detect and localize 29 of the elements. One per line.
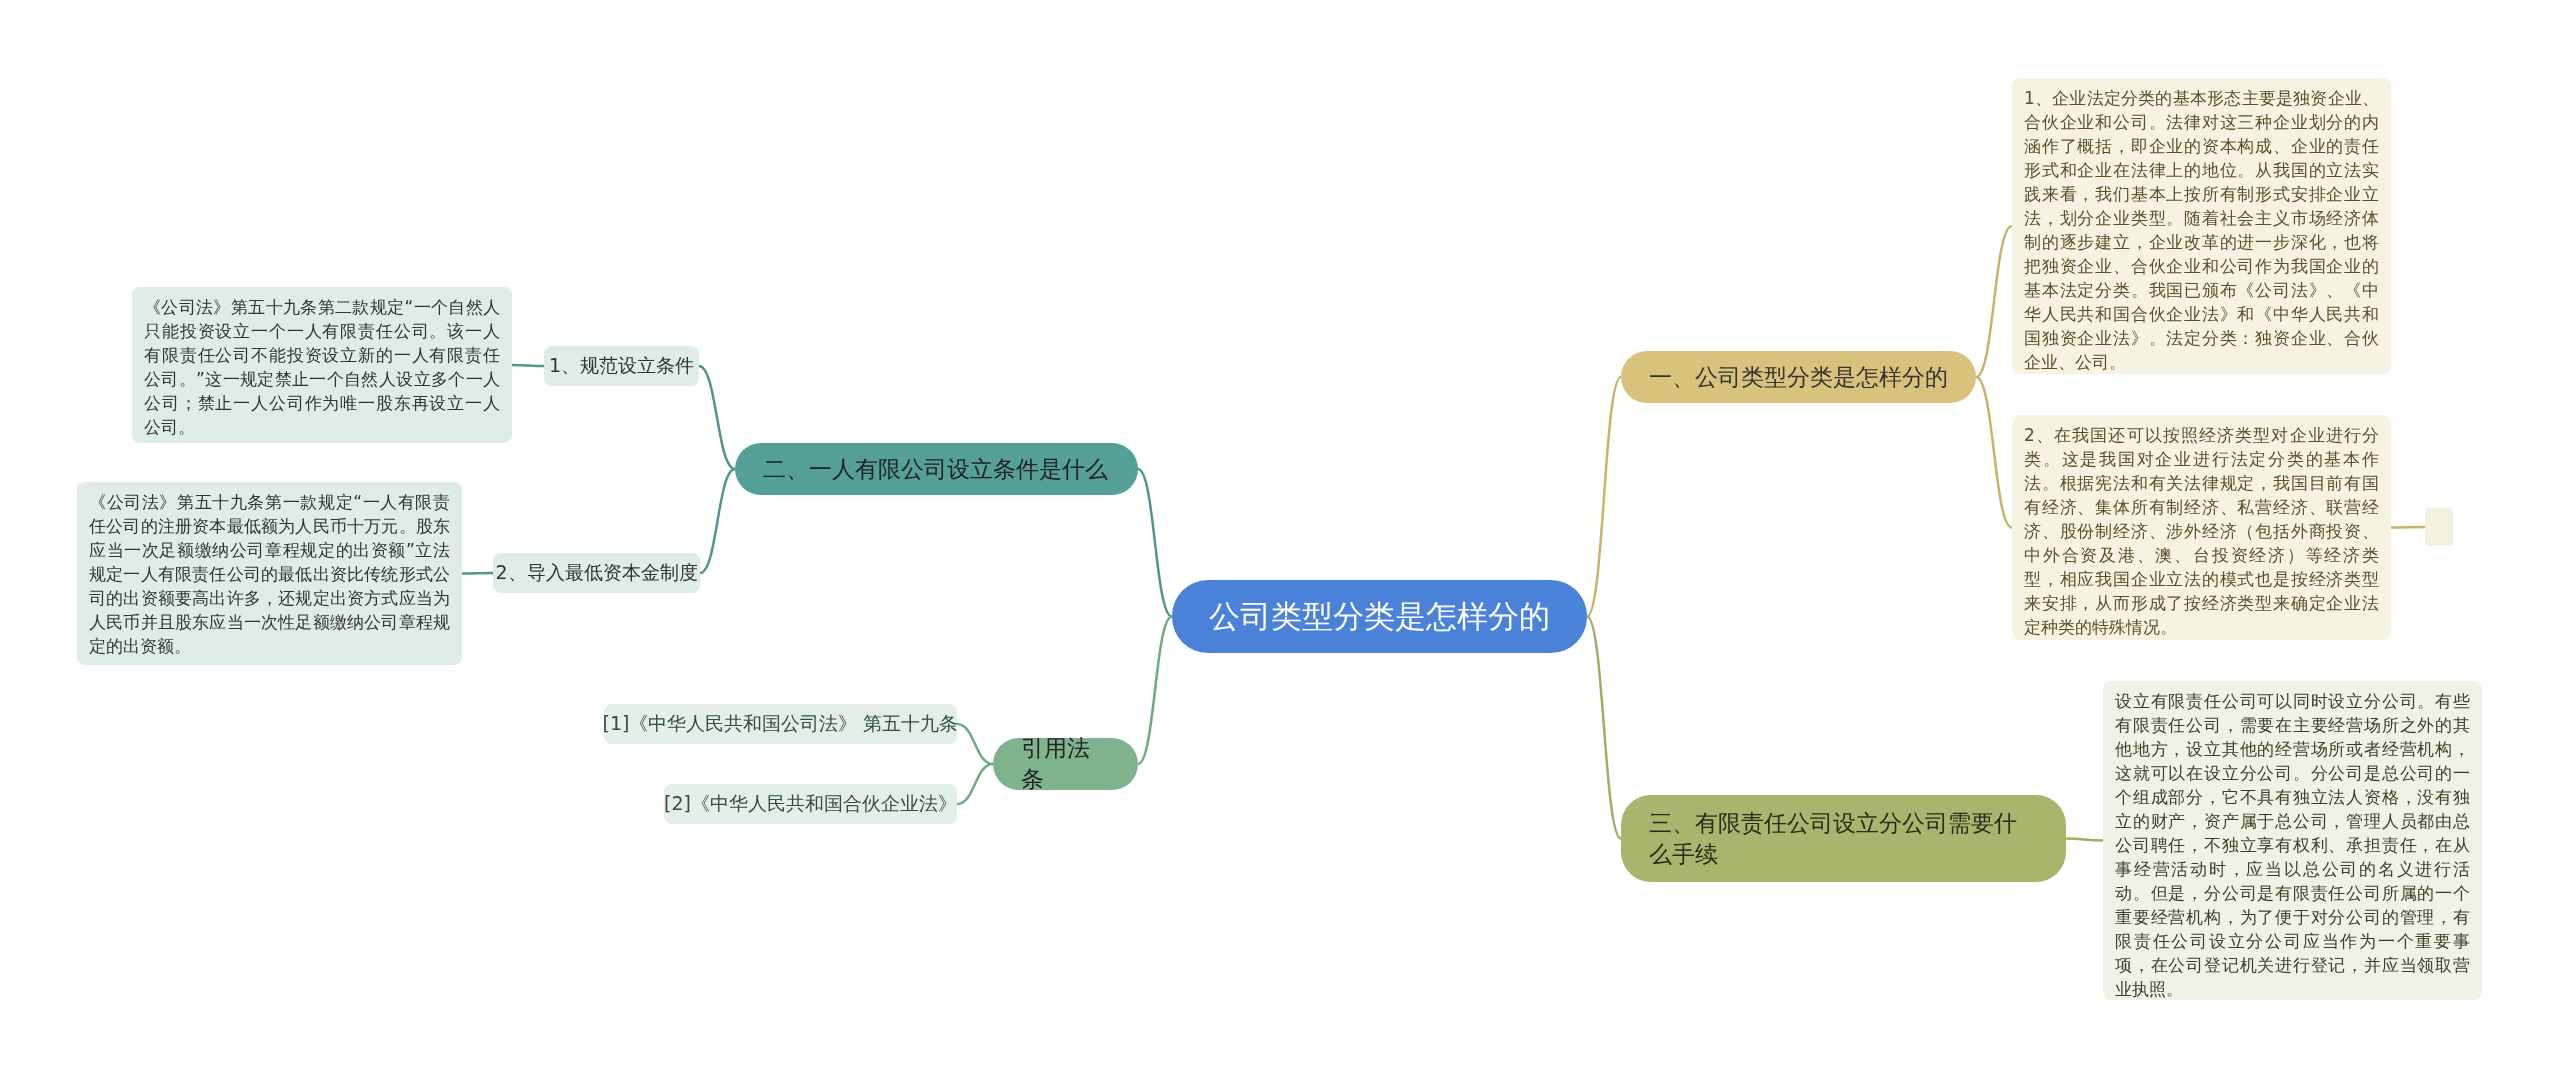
connector-line [698, 364, 736, 471]
citation-box: [1]《中华人民共和国公司法》 第五十九条 [604, 704, 957, 744]
subtopic-box: 1、规范设立条件 [544, 346, 699, 386]
connector-line [956, 762, 994, 806]
text-card: 1、企业法定分类的基本形态主要是独资企业、合伙企业和公司。法律对这三种企业划分的内涵作了概括，即企业的资本构成、企业的责任形式和企业在法律上的地位。从我国的立法实践来看，我们基本上按所有制形式安排企业立法，划分企业类型。随着社会主义市场经济体制的逐步建立，企业改革的进一步深化，也将把独资企业、合伙企业和公司作为我国企业的基本法定分类。我国已颁布《公司法》、《中华人民共和国合伙企业法》和《中华人民共和国独资企业法》。法定分类：独资企业、合伙企业、公司。 [2012, 78, 2391, 374]
branch-topic: 三、有限责任公司设立分公司需要什么手续 [1621, 795, 2066, 882]
branch-topic: 一、公司类型分类是怎样分的 [1621, 351, 1976, 403]
connector-line [1586, 615, 1622, 840]
text-card: 《公司法》第五十九条第一款规定“一人有限责任公司的注册资本最低额为人民币十万元。股东应当一次足额缴纳公司章程规定的出资额”立法规定一人有限责任公司的最低出资比传统形式公司的出资额要高出许多，还规定出资方式应当为人民币并且股东应当一次性足额缴纳公司章程规定的出资额。 [77, 482, 462, 665]
connector-line [1975, 225, 2013, 378]
empty-box [2425, 508, 2453, 546]
branch-topic: 二、一人有限公司设立条件是什么 [735, 443, 1138, 495]
connector-line [462, 571, 493, 575]
connector-line [956, 722, 994, 766]
citation-box: [2]《中华人民共和国合伙企业法》 [664, 784, 957, 824]
text-card: 《公司法》第五十九条第二款规定“一个自然人只能投资设立一个一人有限责任公司。该一人有限责任公司不能投资设立新的一人有限责任公司。”这一规定禁止一个自然人设立多个一人公司；禁止一人公司作为唯一股东再设立一人公司。 [132, 287, 512, 443]
connector-line [699, 467, 736, 575]
connector-line [1137, 468, 1173, 618]
connector-line [1975, 376, 2013, 529]
connector-line [2391, 525, 2425, 529]
branch-topic: 引用法条 [993, 738, 1138, 790]
central-topic: 公司类型分类是怎样分的 [1172, 580, 1587, 653]
text-card: 2、在我国还可以按照经济类型对企业进行分类。这是我国对企业进行法定分类的基本作法。根据宪法和有关法律规定，我国目前有国有经济、集体所有制经济、私营经济、联营经济、股份制经济、涉外经济（包括外商投资、中外合资及港、澳、台投资经济）等经济类型，相应我国企业立法的模式也是按经济类型来安排，从而形成了按经济类型来确定企业法定种类的特殊情况。 [2012, 415, 2391, 640]
connector-line [1137, 615, 1173, 765]
subtopic-box: 2、导入最低资本金制度 [493, 553, 700, 593]
connector-line [1586, 376, 1622, 618]
text-card: 设立有限责任公司可以同时设立分公司。有些有限责任公司，需要在主要经营场所之外的其他地方，设立其他的经营场所或者经营机构，这就可以在设立分公司。分公司是总公司的一个组成部分，它不具有独立法人资格，没有独立的财产，资产属于总公司，管理人员都由总公司聘任，不独立享有权利、承担责任，在从事经营活动时，应当以总公司的名义进行活动。但是，分公司是有限责任公司所属的一个重要经营机构，为了便于对分公司的管理，有限责任公司设立分公司应当作为一个重要事项，在公司登记机关进行登记，并应当领取营业执照。 [2103, 681, 2482, 1000]
connector-line [512, 363, 544, 368]
connector-line [2066, 837, 2103, 842]
